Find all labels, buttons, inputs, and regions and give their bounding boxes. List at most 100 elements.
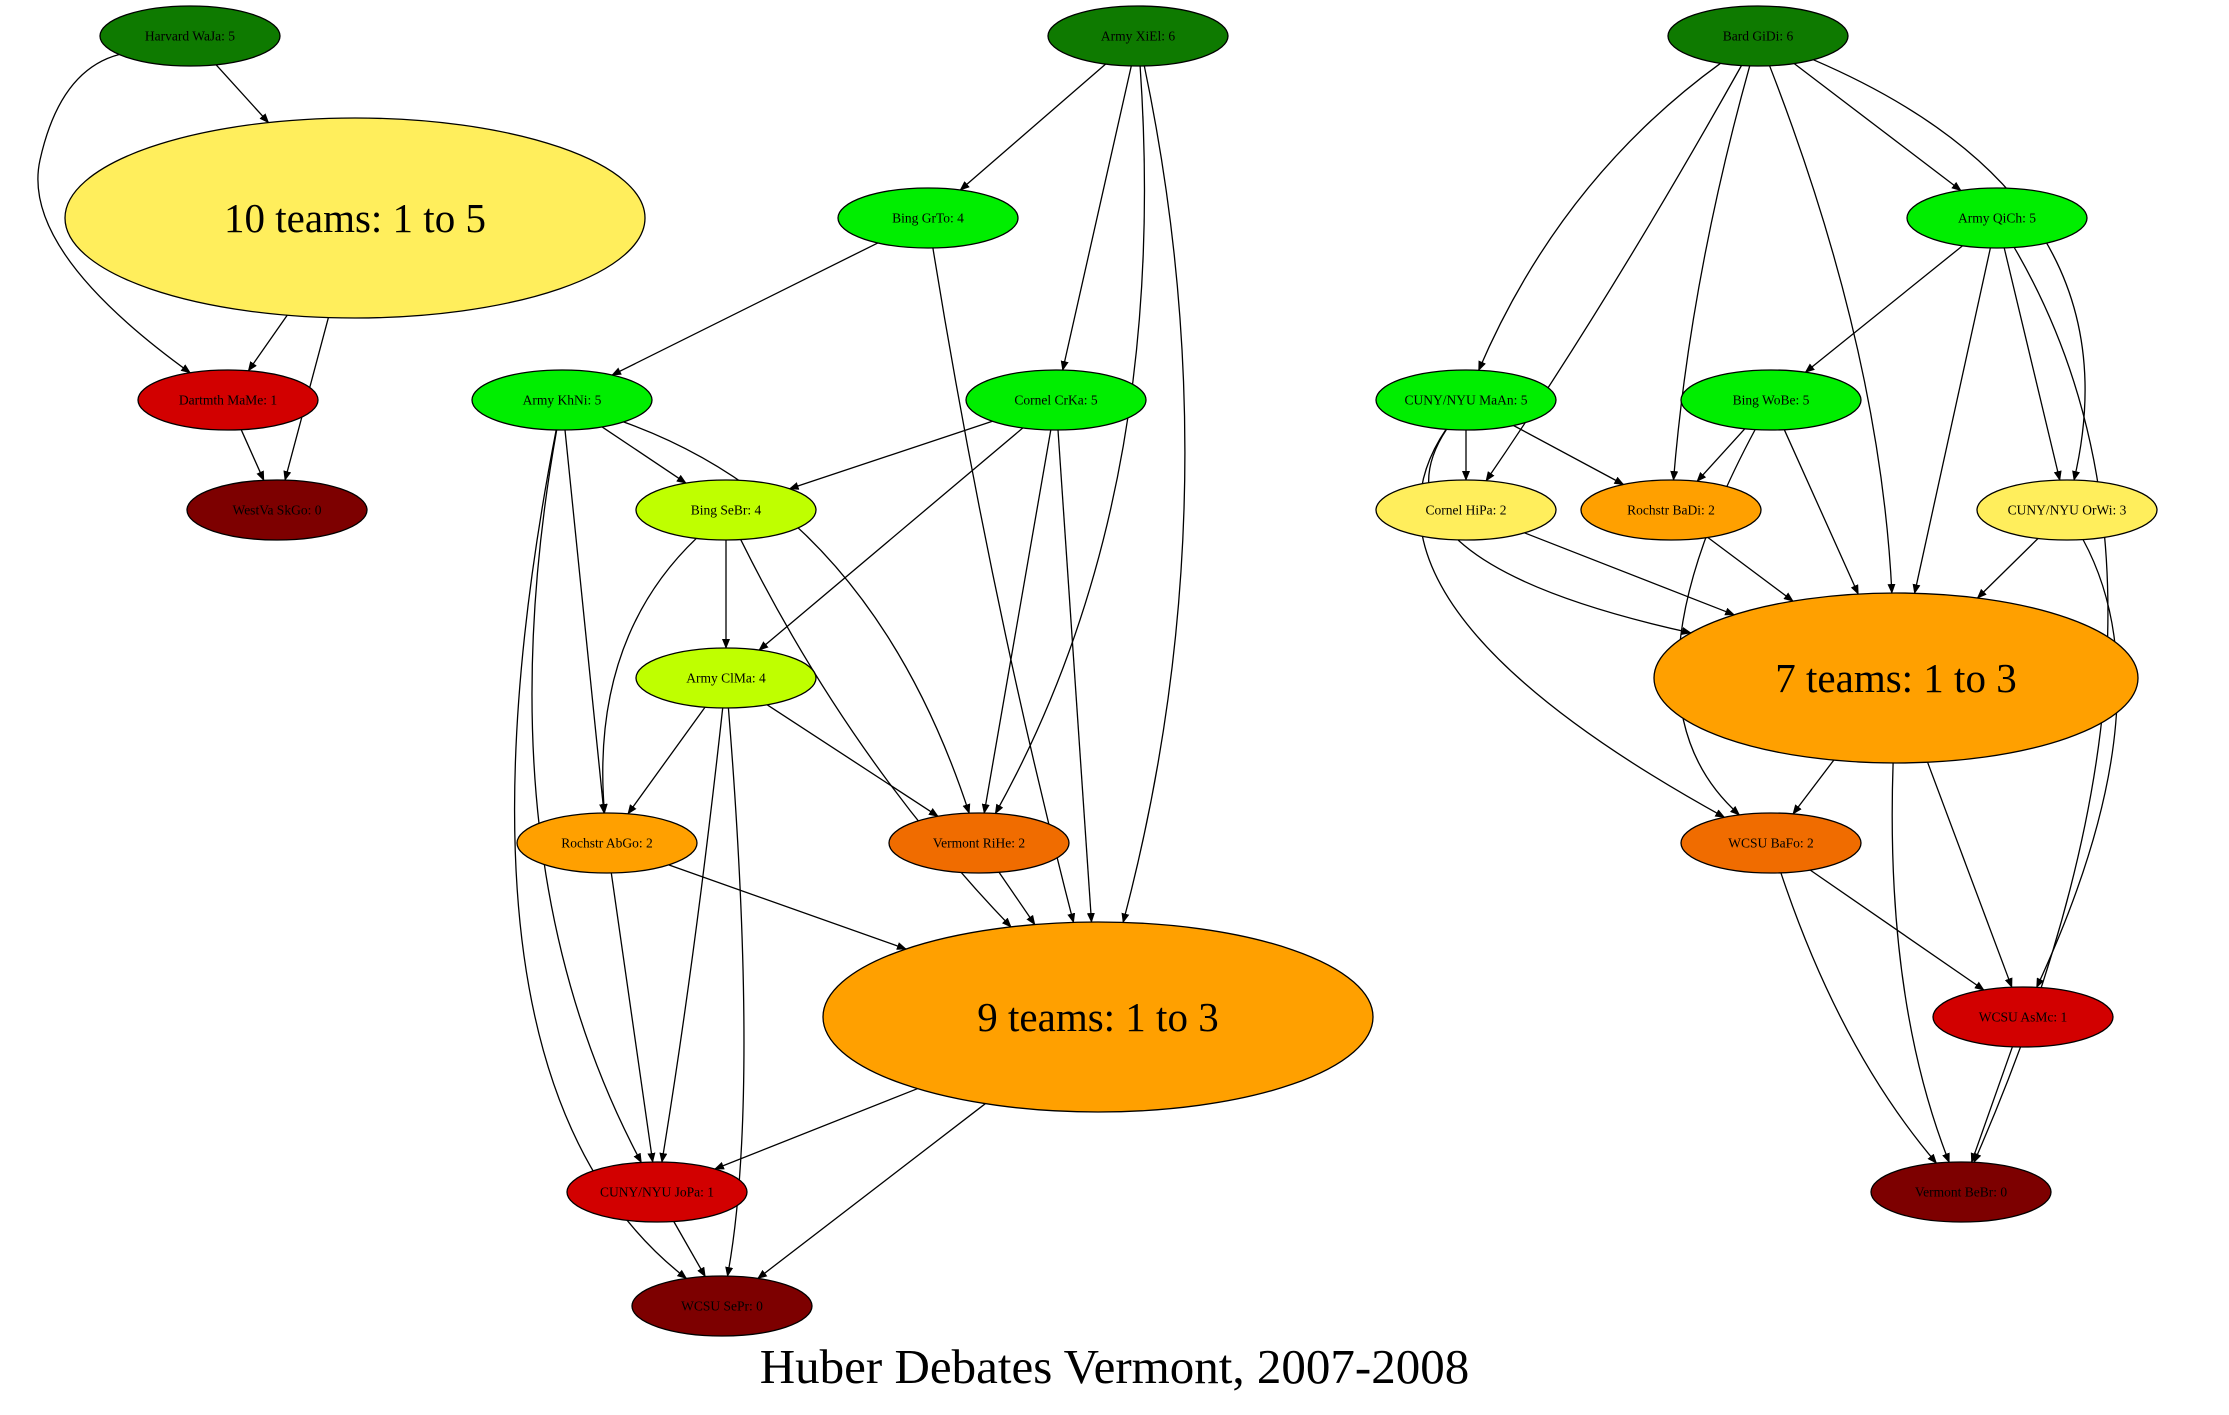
edge-army_xiel-to-group9 (1121, 65, 1186, 924)
node-bing_sebr: Bing SeBr: 4 (635, 479, 817, 541)
node-ellipse (1976, 479, 2158, 541)
node-group10: 10 teams: 1 to 5 (64, 117, 646, 319)
edge-army_khni-to-rochstr_abgo (564, 429, 608, 814)
node-label: Rochstr AbGo: 2 (561, 836, 653, 851)
node-cuny_maan: CUNY/NYU MaAn: 5 (1375, 369, 1557, 431)
node-label: WestVa SkGo: 0 (233, 503, 322, 518)
edge-army_khni-to-vermont_rihe (623, 421, 971, 815)
node-label: Cornel HiPa: 2 (1426, 503, 1507, 518)
node-label: Army XiEl: 6 (1101, 29, 1175, 44)
node-label: Bing SeBr: 4 (691, 503, 762, 518)
edge-cuny_maan-to-rochstr_badi (1513, 424, 1625, 486)
node-ellipse (1375, 369, 1557, 431)
node-army_xiel: Army XiEl: 6 (1047, 5, 1229, 67)
edge-rochstr_abgo-to-group9 (668, 864, 907, 950)
node-wcsu_sepr: WCSU SePr: 0 (631, 1275, 813, 1337)
node-ellipse (635, 647, 817, 709)
node-label: Vermont BeBr: 0 (1915, 1185, 2007, 1200)
node-wcsu_bafo: WCSU BaFo: 2 (1680, 812, 1862, 874)
node-dartmth_mame: Dartmth MaMe: 1 (137, 369, 319, 431)
node-ellipse (1680, 812, 1862, 874)
edge-bard_gidi-to-rochstr_badi (1670, 65, 1751, 481)
edge-cuny_jopa-to-wcsu_sepr (673, 1221, 706, 1278)
node-label: Army ClMa: 4 (686, 671, 766, 686)
node-ellipse (1580, 479, 1762, 541)
edge-army_clma-to-cuny_jopa (659, 707, 724, 1163)
edge-army_khni-to-bing_sebr (601, 426, 687, 484)
edge-army_clma-to-rochstr_abgo (627, 706, 706, 815)
node-wcsu_asmc: WCSU AsMc: 1 (1932, 986, 2114, 1048)
edge-army_khni-to-cuny_jopa (531, 429, 642, 1164)
edge-bing_wobe-to-group7 (1783, 429, 1859, 595)
node-ellipse (1375, 479, 1557, 541)
node-ellipse (99, 5, 281, 67)
node-ellipse (635, 479, 817, 541)
node-ellipse (888, 812, 1070, 874)
node-ellipse (1047, 5, 1229, 67)
edge-wcsu_asmc-to-vermont_bebr (1970, 1046, 2014, 1164)
node-ellipse (631, 1275, 813, 1337)
node-label: Bing GrTo: 4 (892, 211, 964, 226)
node-cornel_crka: Cornel CrKa: 5 (965, 369, 1147, 431)
node-bing_grto: Bing GrTo: 4 (837, 187, 1019, 249)
edge-bing_sebr-to-group9 (740, 539, 1012, 928)
node-bard_gidi: Bard GiDi: 6 (1667, 5, 1849, 67)
node-ellipse (1653, 592, 2139, 764)
node-ellipse (516, 812, 698, 874)
node-label: 10 teams: 1 to 5 (224, 195, 486, 241)
node-ellipse (822, 921, 1374, 1113)
node-label: Bing WoBe: 5 (1733, 393, 1810, 408)
node-ellipse (471, 369, 653, 431)
edge-bard_gidi-to-group7 (1768, 65, 1896, 594)
edge-cornel_hipa-to-group7 (1524, 532, 1736, 616)
edge-cuny_orwi-to-wcsu_asmc (2036, 539, 2118, 989)
node-vermont_bebr: Vermont BeBr: 0 (1870, 1161, 2052, 1223)
edge-army_xiel-to-bing_grto (959, 63, 1107, 191)
edge-wcsu_bafo-to-vermont_bebr (1780, 872, 1938, 1164)
node-label: Army QiCh: 5 (1958, 211, 2036, 226)
node-label: 9 teams: 1 to 3 (977, 994, 1218, 1040)
edge-group7-to-wcsu_bafo (1792, 759, 1835, 815)
edge-wcsu_bafo-to-wcsu_asmc (1809, 869, 1985, 991)
node-group7: 7 teams: 1 to 3 (1653, 592, 2139, 764)
edge-cuny_maan-to-wcsu_bafo (1419, 428, 1726, 818)
edge-harvard_waja-to-group10 (215, 64, 270, 124)
node-label: Dartmth MaMe: 1 (179, 393, 277, 408)
node-layer: Harvard WaJa: 5 10 teams: 1 to 5 Dartmth M… (64, 5, 2158, 1337)
edge-army_xiel-to-vermont_rihe (994, 65, 1146, 815)
node-label: CUNY/NYU MaAn: 5 (1405, 393, 1528, 408)
edge-dartmth_mame-to-westva_skgo (240, 429, 265, 482)
node-label: Cornel CrKa: 5 (1014, 393, 1097, 408)
node-rochstr_abgo: Rochstr AbGo: 2 (516, 812, 698, 874)
edge-vermont_rihe-to-group9 (998, 871, 1036, 926)
edge-rochstr_badi-to-group7 (1707, 536, 1794, 602)
edge-group10-to-dartmth_mame (247, 314, 288, 372)
edge-cuny_maan-to-group7 (1428, 428, 1692, 635)
node-army_qich: Army QiCh: 5 (1906, 187, 2088, 249)
node-label: Bard GiDi: 6 (1723, 29, 1794, 44)
node-label: Rochstr BaDi: 2 (1627, 503, 1715, 518)
edge-layer (37, 53, 2118, 1280)
node-label: CUNY/NYU JoPa: 1 (600, 1185, 714, 1200)
node-ellipse (566, 1161, 748, 1223)
edge-army_qich-to-group7 (1912, 247, 1992, 595)
node-ellipse (1667, 5, 1849, 67)
node-label: Harvard WaJa: 5 (145, 29, 235, 44)
node-label: WCSU AsMc: 1 (1979, 1010, 2068, 1025)
edge-bing_sebr-to-rochstr_abgo (599, 537, 697, 814)
edge-cornel_crka-to-group9 (1057, 429, 1095, 923)
edge-bard_gidi-to-cuny_maan (1478, 62, 1721, 372)
edge-harvard_waja-to-dartmth_mame (37, 53, 192, 374)
node-ellipse (837, 187, 1019, 249)
node-cuny_orwi: CUNY/NYU OrWi: 3 (1976, 479, 2158, 541)
graph-title: Huber Debates Vermont, 2007-2008 (759, 1339, 1470, 1394)
node-army_khni: Army KhNi: 5 (471, 369, 653, 431)
edge-bard_gidi-to-cornel_hipa (1485, 65, 1743, 482)
edge-rochstr_abgo-to-cuny_jopa (610, 872, 656, 1163)
edge-group9-to-wcsu_sepr (757, 1103, 986, 1280)
node-ellipse (1906, 187, 2088, 249)
node-ellipse (1932, 986, 2114, 1048)
node-army_clma: Army ClMa: 4 (635, 647, 817, 709)
edge-army_xiel-to-cornel_crka (1060, 65, 1132, 372)
edge-cornel_crka-to-bing_sebr (788, 420, 993, 490)
